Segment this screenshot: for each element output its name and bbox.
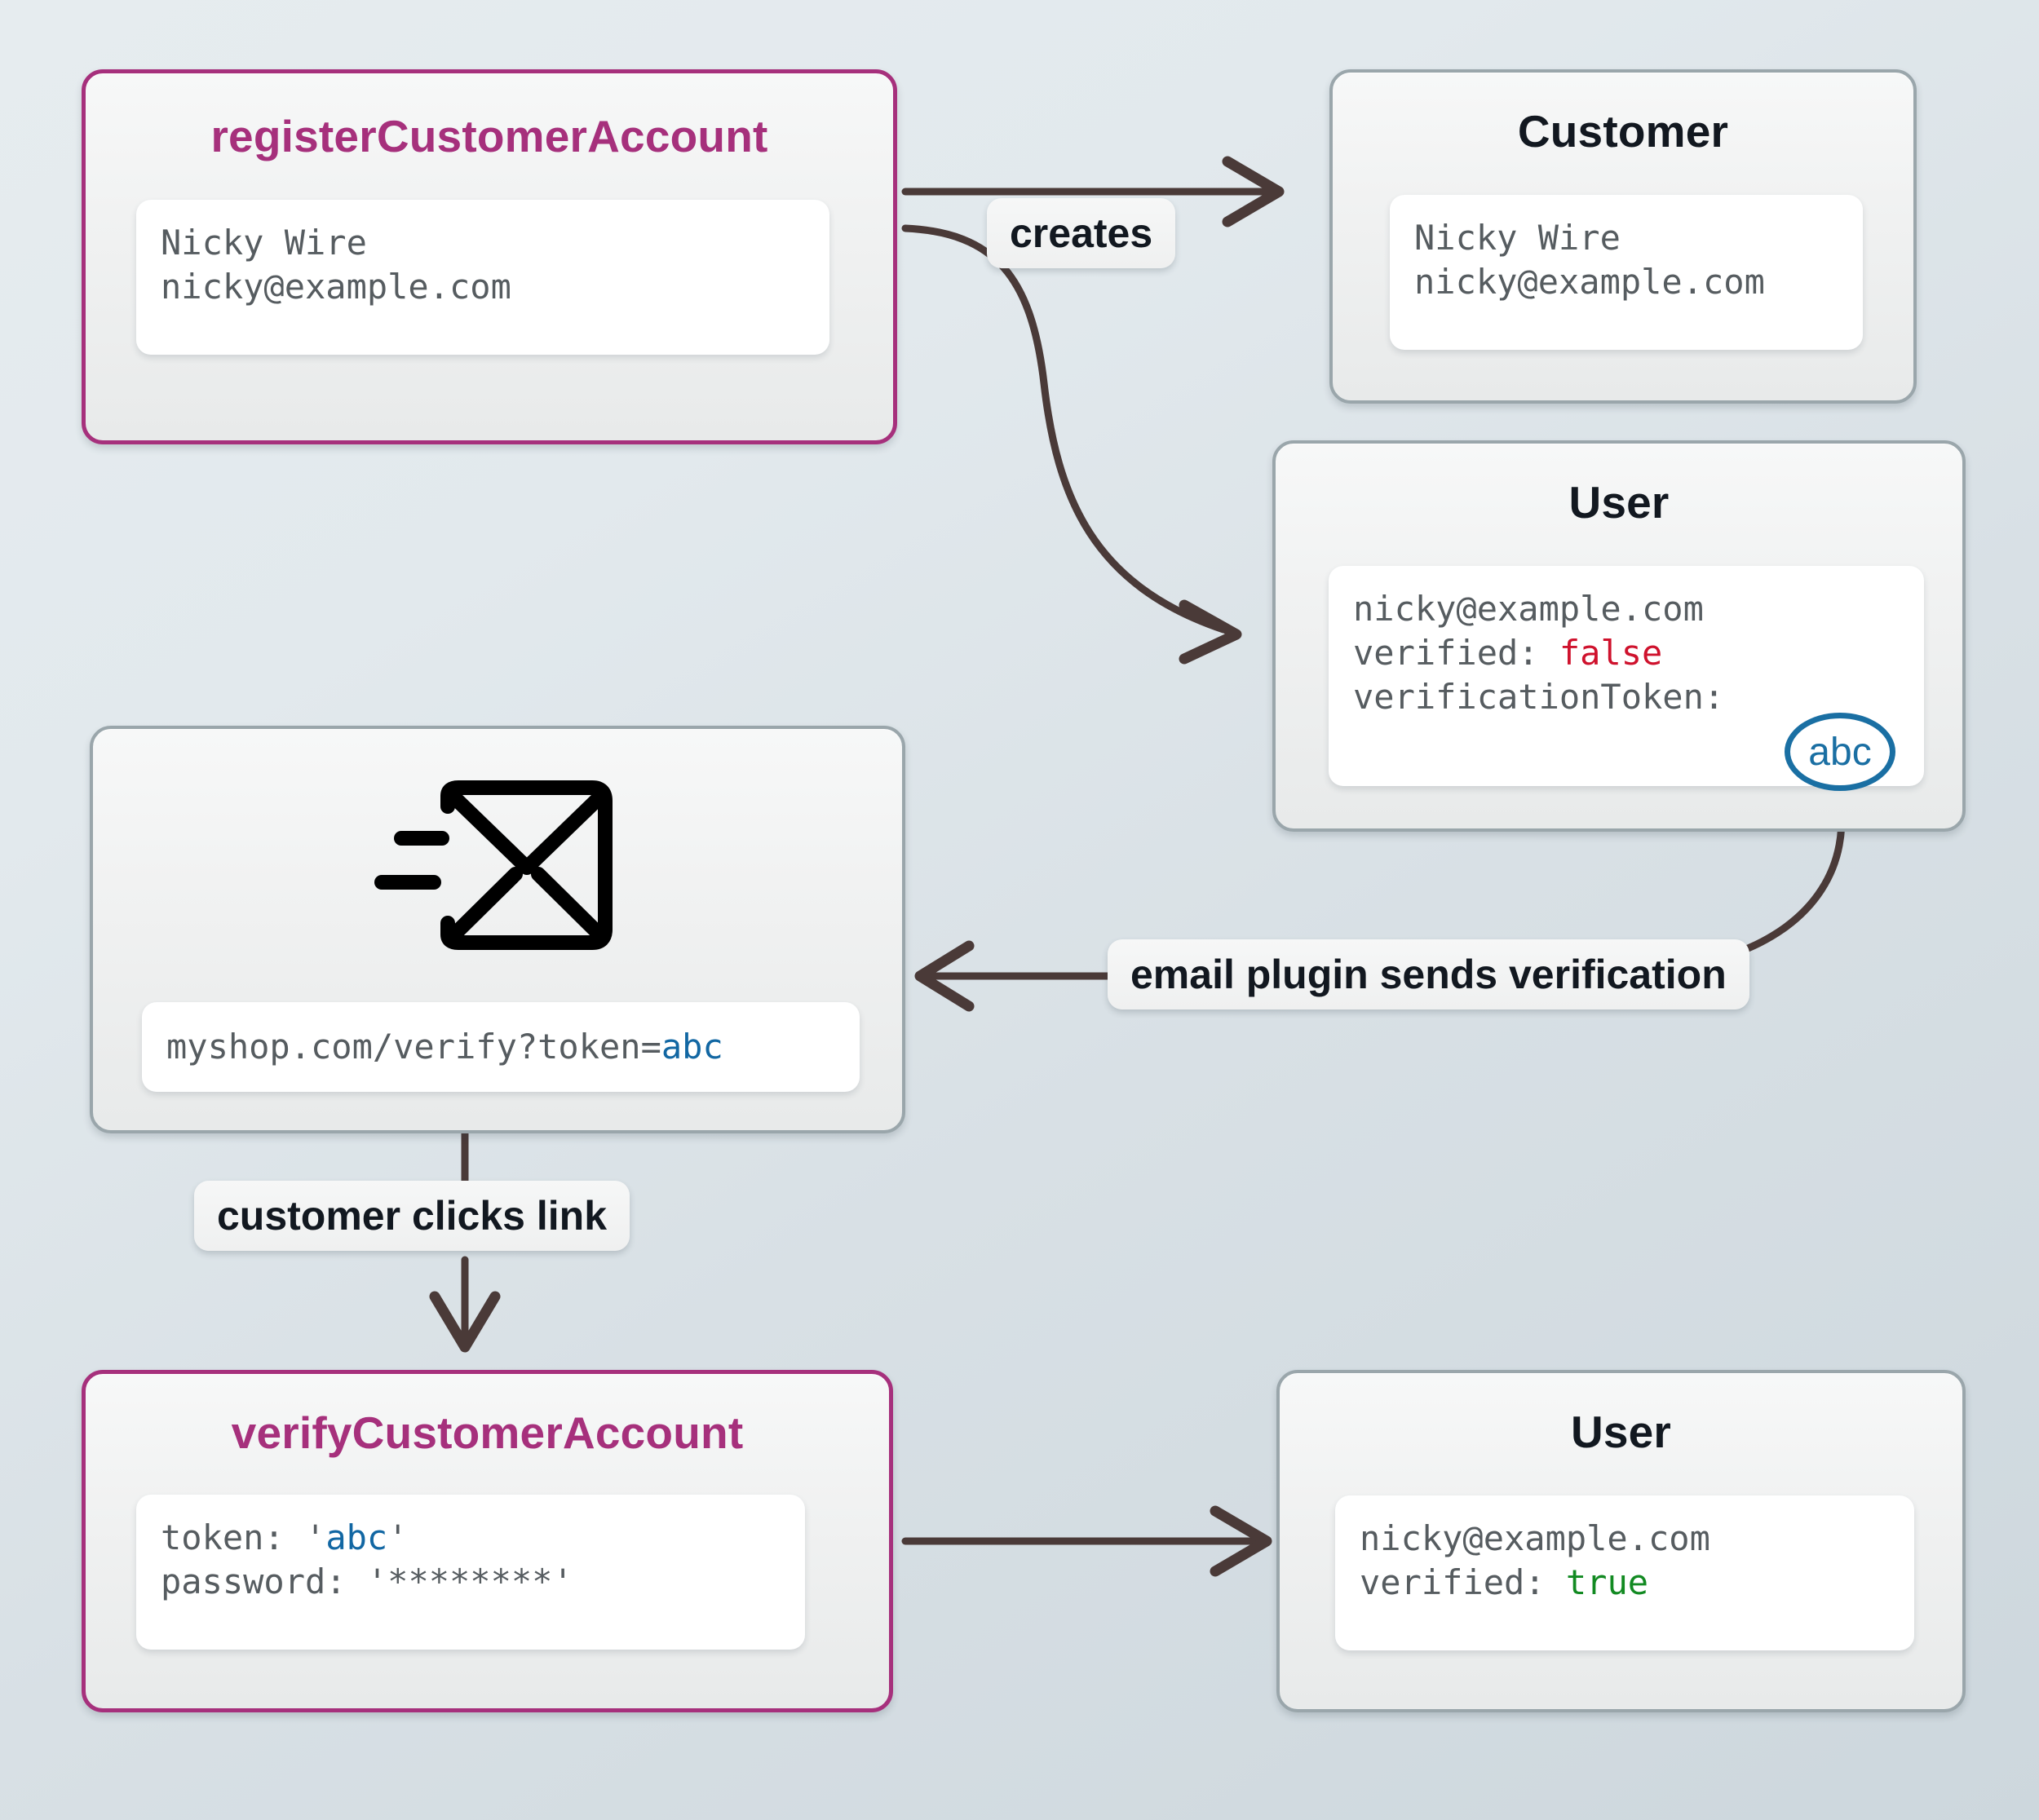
user-verified-node-title: User: [1570, 1407, 1672, 1457]
edge-clicks-link-arrowhead: [429, 1291, 501, 1353]
verify-node-values: token: 'abc' password: '********': [136, 1495, 805, 1650]
verify-token-quote-close: ': [387, 1517, 409, 1557]
user-verified-verified-value: true: [1565, 1562, 1649, 1602]
register-customer-email: nicky@example.com: [161, 266, 511, 307]
email-link-value[interactable]: myshop.com/verify?token=abc: [142, 1002, 860, 1092]
register-node-title: registerCustomerAccount: [210, 111, 768, 161]
verify-token-key: token:: [161, 1517, 306, 1557]
edge-label-creates: creates: [987, 198, 1176, 268]
customer-email: nicky@example.com: [1414, 261, 1765, 302]
verify-token-quote-open: ': [305, 1517, 326, 1557]
node-email-message[interactable]: myshop.com/verify?token=abc: [90, 726, 905, 1133]
edge-label-email-plugin-sends-verification: email plugin sends verification: [1108, 939, 1749, 1009]
user-unverified-verified-key: verified:: [1353, 632, 1559, 673]
email-link-token: abc: [661, 1027, 723, 1067]
edge-creates-to-user: [901, 224, 1227, 634]
user-unverified-verified-row: verified: false: [1353, 631, 1900, 675]
email-link-prefix: myshop.com/verify?token=: [166, 1027, 661, 1067]
user-verified-verified-row: verified: true: [1360, 1561, 1890, 1605]
envelope-send-icon: [374, 780, 613, 950]
user-verified-email: nicky@example.com: [1360, 1518, 1710, 1558]
node-verify-customer-account[interactable]: verifyCustomerAccount token: 'abc' passw…: [82, 1370, 893, 1712]
register-node-values: Nicky Wire nicky@example.com: [136, 200, 829, 355]
node-user-unverified[interactable]: User nicky@example.com verified: false v…: [1272, 440, 1966, 832]
verify-token-row: token: 'abc': [161, 1516, 781, 1560]
node-register-customer-account[interactable]: registerCustomerAccount Nicky Wire nicky…: [82, 69, 897, 444]
edge-email-plugin-arrowhead: [914, 940, 975, 1012]
user-verified-verified-key: verified:: [1360, 1562, 1566, 1602]
register-customer-name: Nicky Wire: [161, 223, 367, 263]
edge-verify-to-user-arrowhead: [1210, 1505, 1272, 1577]
user-unverified-node-title: User: [1568, 477, 1670, 528]
verification-token-highlight: abc: [1785, 713, 1895, 791]
user-unverified-verified-value: false: [1559, 632, 1663, 673]
customer-node-values: Nicky Wire nicky@example.com: [1390, 195, 1863, 350]
node-customer[interactable]: Customer Nicky Wire nicky@example.com: [1329, 69, 1917, 404]
verification-token-value: abc: [1808, 730, 1872, 774]
verify-password-value: '********': [366, 1561, 573, 1601]
user-verified-values: nicky@example.com verified: true: [1335, 1495, 1914, 1650]
edge-creates-to-customer-arrowhead: [1222, 156, 1285, 228]
user-unverified-token-key: verificationToken:: [1353, 676, 1725, 717]
edge-creates-to-user-arrowhead: [1179, 599, 1242, 665]
user-unverified-email: nicky@example.com: [1353, 589, 1704, 629]
verify-password-key: password:: [161, 1561, 367, 1601]
edge-label-customer-clicks-link: customer clicks link: [194, 1181, 630, 1251]
node-user-verified[interactable]: User nicky@example.com verified: true: [1276, 1370, 1966, 1712]
user-unverified-token-row: verificationToken:: [1353, 675, 1900, 719]
verify-node-title: verifyCustomerAccount: [231, 1407, 744, 1458]
customer-node-title: Customer: [1517, 106, 1729, 157]
verify-password-row: password: '********': [161, 1560, 781, 1604]
customer-name: Nicky Wire: [1414, 218, 1621, 258]
verify-token-value: abc: [325, 1517, 388, 1557]
